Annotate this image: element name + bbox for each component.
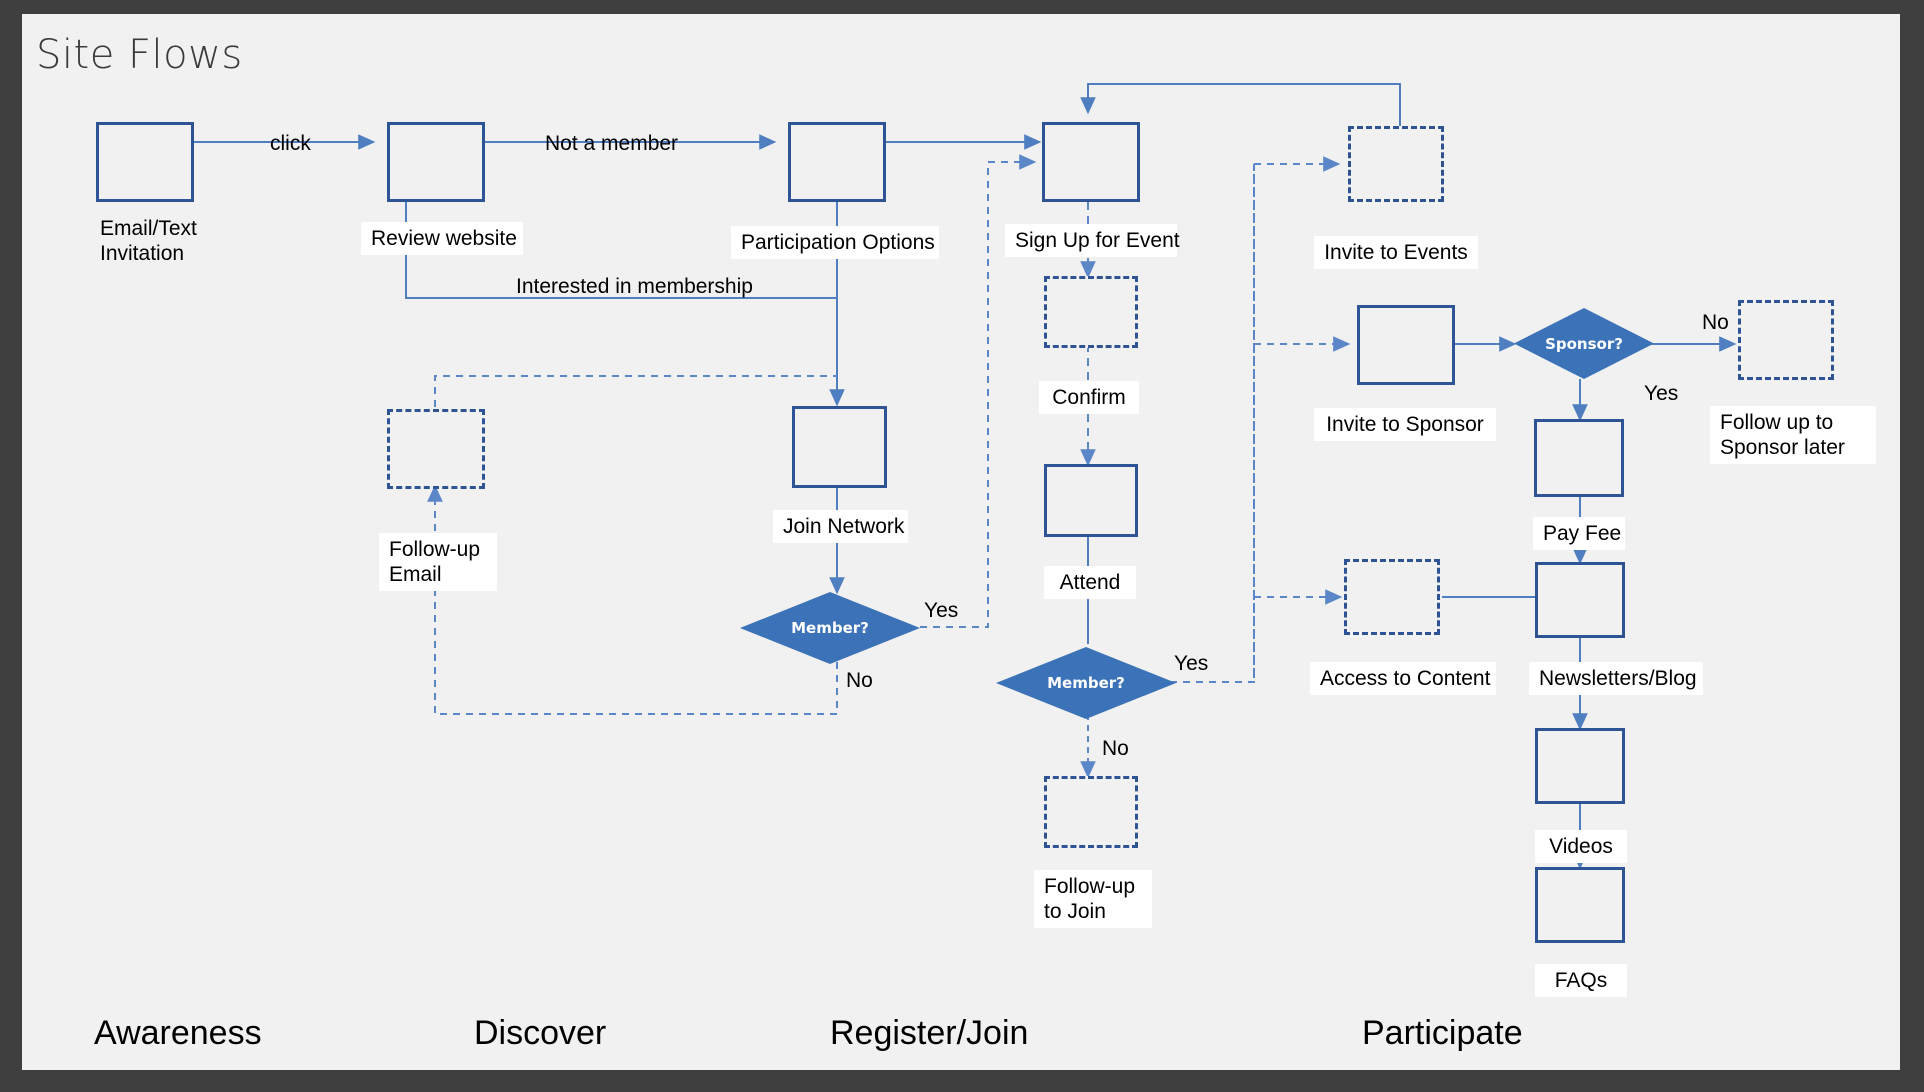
- node-attend[interactable]: [1044, 464, 1138, 537]
- phase-label-register-join: Register/Join: [830, 1014, 1029, 1052]
- caption-newsletters-blog: Newsletters/Blog: [1529, 662, 1703, 695]
- caption-follow-up-to-join: Follow-up to Join: [1034, 870, 1152, 928]
- node-videos[interactable]: [1535, 728, 1625, 804]
- decision-member-attend[interactable]: Member?: [996, 647, 1176, 719]
- decision-member-join[interactable]: Member?: [740, 592, 920, 664]
- node-access-to-content[interactable]: [1344, 559, 1440, 635]
- phase-label-discover: Discover: [474, 1014, 607, 1052]
- caption-participation-options: Participation Options: [731, 226, 939, 259]
- caption-videos: Videos: [1535, 830, 1627, 863]
- edge-label-click: click: [270, 132, 311, 155]
- node-review-website[interactable]: [387, 122, 485, 202]
- node-invite-to-sponsor[interactable]: [1357, 305, 1455, 385]
- edge-label-member-attend-no: No: [1102, 737, 1129, 760]
- node-email-text-invitation[interactable]: [96, 122, 194, 202]
- diagram-canvas: Site Flows: [22, 14, 1900, 1070]
- caption-email-text-invitation: Email/Text Invitation: [100, 217, 197, 265]
- caption-follow-up-to-sponsor-later: Follow up to Sponsor later: [1710, 406, 1876, 464]
- decision-member-join-label: Member?: [791, 619, 869, 637]
- node-follow-up-email[interactable]: [387, 409, 485, 489]
- decision-sponsor-label: Sponsor?: [1545, 334, 1623, 353]
- caption-invite-to-sponsor: Invite to Sponsor: [1314, 408, 1496, 441]
- caption-join-network: Join Network: [773, 510, 908, 543]
- node-sign-up-for-event[interactable]: [1042, 122, 1140, 202]
- caption-sign-up-for-event: Sign Up for Event: [1005, 224, 1180, 257]
- node-newsletters-blog[interactable]: [1535, 562, 1625, 638]
- node-confirm[interactable]: [1044, 276, 1138, 348]
- page-title: Site Flows: [36, 32, 243, 78]
- edge-label-interested-in-membership: Interested in membership: [516, 275, 753, 298]
- node-follow-up-to-sponsor-later[interactable]: [1738, 300, 1834, 380]
- caption-invite-to-events: Invite to Events: [1314, 236, 1478, 269]
- node-invite-to-events[interactable]: [1348, 126, 1444, 202]
- node-participation-options[interactable]: [788, 122, 886, 202]
- edge-label-sponsor-no: No: [1702, 311, 1729, 334]
- node-faqs[interactable]: [1535, 867, 1625, 943]
- decision-member-attend-label: Member?: [1047, 674, 1125, 692]
- edge-label-not-a-member: Not a member: [545, 132, 679, 155]
- caption-faqs: FAQs: [1535, 964, 1627, 997]
- caption-access-to-content: Access to Content: [1310, 662, 1496, 695]
- edge-label-sponsor-yes: Yes: [1644, 382, 1679, 405]
- phase-label-awareness: Awareness: [94, 1014, 262, 1052]
- edge-label-member-join-yes: Yes: [924, 599, 959, 622]
- decision-sponsor[interactable]: Sponsor?: [1514, 308, 1654, 379]
- edge-label-member-attend-yes: Yes: [1174, 652, 1209, 675]
- caption-follow-up-email: Follow-up Email: [379, 533, 497, 591]
- edge-label-member-join-no: No: [846, 669, 873, 692]
- caption-confirm: Confirm: [1039, 381, 1139, 414]
- phase-label-participate: Participate: [1362, 1014, 1523, 1052]
- caption-attend: Attend: [1044, 566, 1136, 599]
- node-join-network[interactable]: [792, 406, 887, 488]
- node-follow-up-to-join[interactable]: [1044, 776, 1138, 848]
- caption-pay-fee: Pay Fee: [1533, 517, 1625, 550]
- caption-review-website: Review website: [361, 222, 523, 255]
- node-pay-fee[interactable]: [1534, 419, 1624, 497]
